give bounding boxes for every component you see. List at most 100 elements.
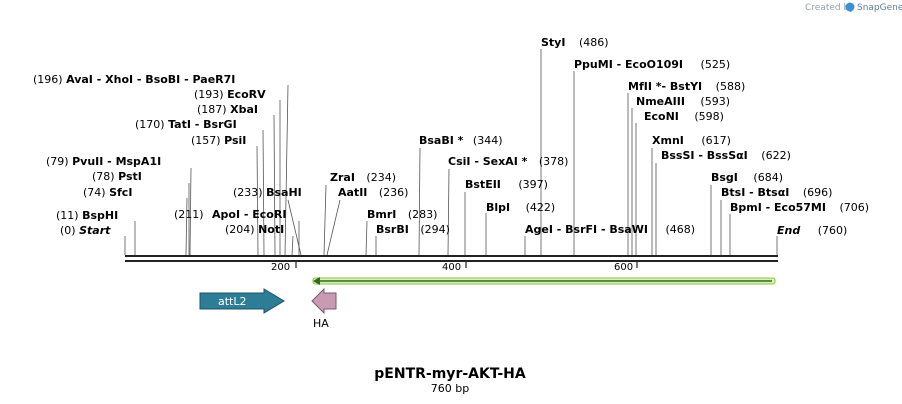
svg-text:CsiI - SexAI * (378): CsiI - SexAI * (378) [448, 155, 568, 168]
svg-text:AatII (236): AatII (236) [338, 186, 408, 199]
site-label[interactable]: (170) TatI - BsrGI [135, 118, 237, 131]
feature-HA[interactable]: HA [311, 287, 337, 330]
feature-orf[interactable] [312, 277, 776, 285]
site-label[interactable]: (74) SfcI [83, 186, 132, 199]
svg-text:(211): (211) [174, 208, 204, 221]
scale-tick-label: 400 [442, 262, 461, 273]
site-label[interactable]: (233) BsaHI [233, 186, 302, 199]
site-label[interactable]: EcoNI (598) [644, 110, 724, 123]
svg-text:BssSI - BssSαI (622): BssSI - BssSαI (622) [661, 149, 791, 162]
site-label[interactable]: (0) Start [60, 224, 111, 237]
leader-line [185, 197, 188, 256]
svg-text:BsrBI (294): BsrBI (294) [376, 223, 450, 236]
scale-tick-label: 600 [614, 262, 633, 273]
site-label[interactable]: (157) PsiI [191, 134, 246, 147]
svg-text:(157) PsiI: (157) PsiI [191, 134, 246, 147]
svg-text:BstEII (397): BstEII (397) [465, 178, 548, 191]
leader-line [284, 84, 289, 256]
site-label[interactable]: ApoI - EcoRI [212, 208, 286, 221]
site-labels: (0) Start (11) BspHI (74) SfcI (78) PstI… [33, 36, 869, 237]
attL2-label: attL2 [218, 295, 247, 308]
svg-text:StyI (486): StyI (486) [541, 36, 609, 49]
svg-text:NmeAIII (593): NmeAIII (593) [636, 95, 730, 108]
site-label[interactable]: BmrI (283) [367, 208, 437, 221]
svg-text:(74) SfcI: (74) SfcI [83, 186, 132, 199]
attL2-arrow[interactable] [199, 288, 285, 314]
svg-text:(0) Start: (0) Start [60, 224, 111, 237]
site-label[interactable]: (187) XbaI [197, 103, 258, 116]
site-label[interactable]: CsiI - SexAI * (378) [448, 155, 568, 168]
svg-text:BmrI (283): BmrI (283) [367, 208, 437, 221]
svg-text:BsaBI * (344): BsaBI * (344) [419, 134, 503, 147]
leader-line [262, 129, 265, 256]
leader-line [256, 145, 259, 256]
leader-line [287, 199, 302, 256]
HA-arrow[interactable] [311, 287, 337, 315]
HA-label: HA [313, 317, 329, 330]
credit-brand: SnapGene [857, 3, 902, 13]
scale: 200 400 600 [271, 261, 638, 273]
site-label[interactable]: (211) [174, 208, 204, 221]
svg-text:ZraI (234): ZraI (234) [330, 171, 396, 184]
site-label[interactable]: End (760) [777, 224, 847, 237]
svg-text:(233) BsaHI: (233) BsaHI [233, 186, 302, 199]
site-label[interactable]: StyI (486) [541, 36, 609, 49]
backbone [125, 255, 778, 262]
svg-text:(187) XbaI: (187) XbaI [197, 103, 258, 116]
site-label[interactable]: (11) BspHI [56, 209, 118, 222]
svg-text:XmnI (617): XmnI (617) [652, 134, 731, 147]
site-label[interactable]: PpuMI - EcoO109I (525) [574, 58, 730, 71]
site-label[interactable]: BsrBI (294) [376, 223, 450, 236]
orf-arrowhead-icon [313, 277, 320, 285]
svg-text:(196) AvaI - XhoI - BsoBI -: (196) AvaI - XhoI - BsoBI - PaeR7I [33, 73, 235, 86]
site-label[interactable]: BsaBI * (344) [419, 134, 503, 147]
site-label[interactable]: AgeI - BsrFI - BsaWI (468) [525, 223, 695, 236]
site-label[interactable]: ZraI (234) [330, 171, 396, 184]
site-label[interactable]: BtsI - BtsαI (696) [721, 186, 832, 199]
site-label[interactable]: BsgI (684) [711, 171, 783, 184]
svg-text:PpuMI - EcoO109I (525): PpuMI - EcoO109I (525) [574, 58, 730, 71]
site-label[interactable]: NmeAIII (593) [636, 95, 730, 108]
site-label[interactable]: BstEII (397) [465, 178, 548, 191]
svg-text:BsgI (684): BsgI (684) [711, 171, 783, 184]
leader-line [447, 168, 450, 256]
site-label[interactable]: (78) PstI [92, 170, 142, 183]
svg-text:AgeI - BsrFI - BsaWI (468): AgeI - BsrFI - BsaWI (468) [525, 223, 695, 236]
site-label[interactable]: (193) EcoRV [194, 88, 266, 101]
leader-line [273, 114, 276, 256]
site-label[interactable]: BssSI - BssSαI (622) [661, 149, 791, 162]
svg-text:(193) EcoRV: (193) EcoRV [194, 88, 266, 101]
svg-text:(170) TatI - BsrGI: (170) TatI - BsrGI [135, 118, 237, 131]
svg-text:(11) BspHI: (11) BspHI [56, 209, 118, 222]
site-label[interactable]: (204) NotI [225, 223, 284, 236]
site-label[interactable]: XmnI (617) [652, 134, 731, 147]
leader-line [323, 184, 327, 256]
svg-text:BpmI - Eco57MI (706): BpmI - Eco57MI (706) [730, 201, 869, 214]
site-label[interactable]: (79) PvuII - MspA1I [46, 155, 161, 168]
map-title: pENTR-myr-AKT-HA [374, 366, 526, 382]
site-label[interactable]: BlpI (422) [486, 201, 555, 214]
leader-line [326, 199, 341, 256]
map-subtitle: 760 bp [431, 382, 469, 395]
leader-line [189, 167, 192, 256]
svg-text:ApoI - EcoRI: ApoI - EcoRI [212, 208, 286, 221]
svg-text:(79) PvuII - MspA1I: (79) PvuII - MspA1I [46, 155, 161, 168]
svg-text:EcoNI (598): EcoNI (598) [644, 110, 724, 123]
site-label[interactable]: BpmI - Eco57MI (706) [730, 201, 869, 214]
credit: Created by SnapGene [805, 2, 902, 13]
site-label[interactable]: MfII *- BstYI (588) [628, 80, 745, 93]
leader-lines [124, 49, 778, 256]
svg-text:(78) PstI: (78) PstI [92, 170, 142, 183]
credit-text: Created by [805, 3, 855, 13]
svg-text:(204) NotI: (204) NotI [225, 223, 284, 236]
feature-attL2[interactable]: attL2 [199, 288, 285, 314]
scale-tick-label: 200 [271, 262, 290, 273]
svg-text:MfII *- BstYI (588): MfII *- BstYI (588) [628, 80, 745, 93]
site-label[interactable]: AatII (236) [338, 186, 408, 199]
leader-line [365, 220, 368, 256]
svg-text:BlpI (422): BlpI (422) [486, 201, 555, 214]
leader-line [418, 147, 421, 256]
site-label[interactable]: (196) AvaI - XhoI - BsoBI - PaeR7I [33, 73, 235, 86]
leader-line [291, 235, 294, 256]
